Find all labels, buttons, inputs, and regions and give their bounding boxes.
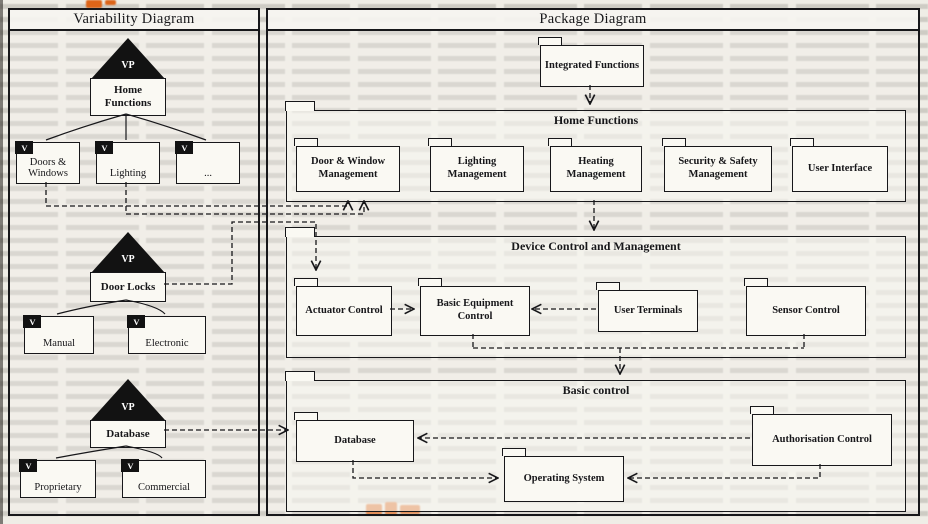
variant-label: Proprietary [34, 482, 82, 494]
vp-badge: VP [121, 402, 135, 413]
v-badge: V [19, 459, 38, 473]
vp-name-door-locks: Door Locks [90, 272, 166, 302]
package-label: Integrated Functions [540, 45, 644, 87]
variant-manual: V Manual [23, 315, 94, 354]
variant-doors-windows: V Doors & Windows [15, 141, 80, 184]
package-diagram-panel: Package Diagram Integrated Functions Hom… [266, 8, 920, 516]
package-tab [418, 278, 443, 286]
package-label: User Interface [792, 146, 888, 192]
package-label: Basic Equipment Control [420, 286, 530, 336]
variant-electronic: V Electronic [127, 315, 206, 354]
vp-triangle-door-locks [91, 232, 165, 273]
vp-triangle-database [91, 379, 165, 420]
package-label: Security & Safety Management [664, 146, 772, 192]
variant-label: Manual [42, 338, 76, 350]
vp-triangle-home-functions [91, 38, 165, 79]
package-door-window-management: Door & Window Management [294, 138, 400, 192]
package-tab [538, 37, 563, 45]
package-label: User Terminals [598, 290, 698, 332]
package-diagram-title: Package Diagram [268, 10, 918, 31]
package-user-terminals: User Terminals [596, 282, 698, 332]
package-integrated-functions: Integrated Functions [538, 37, 644, 87]
package-label: Heating Management [550, 146, 642, 192]
package-tab [294, 278, 319, 286]
package-sensor-control: Sensor Control [744, 278, 866, 336]
package-label: Door & Window Management [296, 146, 400, 192]
variant-label: Electronic [145, 338, 189, 350]
orange-text-fragment [105, 0, 116, 5]
package-tab [285, 101, 316, 111]
package-heating-management: Heating Management [548, 138, 642, 192]
package-tab [428, 138, 453, 146]
variant-ellipsis: V ... [175, 141, 240, 184]
package-label: Sensor Control [746, 286, 866, 336]
variant-label: Lighting [109, 168, 147, 180]
package-database: Database [294, 412, 414, 462]
package-tab [548, 138, 573, 146]
variability-diagram-title: Variability Diagram [10, 10, 258, 31]
v-badge: V [23, 315, 42, 329]
variability-diagram-panel: Variability Diagram VP Home Functions V … [8, 8, 260, 516]
package-actuator-control: Actuator Control [294, 278, 392, 336]
package-security-safety-management: Security & Safety Management [662, 138, 772, 192]
package-tab [790, 138, 815, 146]
package-tab [285, 227, 316, 237]
container-title: Basic control [562, 383, 630, 397]
package-label: Actuator Control [296, 286, 392, 336]
package-tab [502, 448, 527, 456]
orange-text-fragment [86, 0, 102, 8]
scan-edge-shadow [0, 0, 3, 524]
package-tab [750, 406, 775, 414]
package-label: Database [296, 420, 414, 462]
vp-badge: VP [121, 254, 135, 265]
vp-name-home-functions: Home Functions [90, 78, 166, 116]
package-tab [744, 278, 769, 286]
package-label: Authorisation Control [752, 414, 892, 466]
vp-name-database: Database [90, 420, 166, 448]
variant-proprietary: V Proprietary [19, 459, 96, 498]
v-badge: V [121, 459, 140, 473]
container-title: Home Functions [553, 113, 639, 127]
package-label: Operating System [504, 456, 624, 502]
package-tab [294, 412, 319, 420]
v-badge: V [15, 141, 34, 155]
package-tab [294, 138, 319, 146]
v-badge: V [127, 315, 146, 329]
v-badge: V [95, 141, 114, 155]
package-basic-equipment-control: Basic Equipment Control [418, 278, 530, 336]
variant-label: Commercial [138, 482, 190, 494]
vp-badge: VP [121, 60, 135, 71]
package-operating-system: Operating System [502, 448, 624, 502]
package-lighting-management: Lighting Management [428, 138, 524, 192]
package-label: Lighting Management [430, 146, 524, 192]
container-title: Device Control and Management [511, 239, 681, 253]
package-authorisation-control: Authorisation Control [750, 406, 892, 466]
package-tab [662, 138, 687, 146]
variant-commercial: V Commercial [121, 459, 206, 498]
variant-label: Doors & Windows [28, 156, 68, 180]
package-tab [285, 371, 316, 381]
variant-label: ... [204, 168, 212, 180]
package-user-interface: User Interface [790, 138, 888, 192]
variant-lighting: V Lighting [95, 141, 160, 184]
v-badge: V [175, 141, 194, 155]
package-tab [596, 282, 621, 290]
